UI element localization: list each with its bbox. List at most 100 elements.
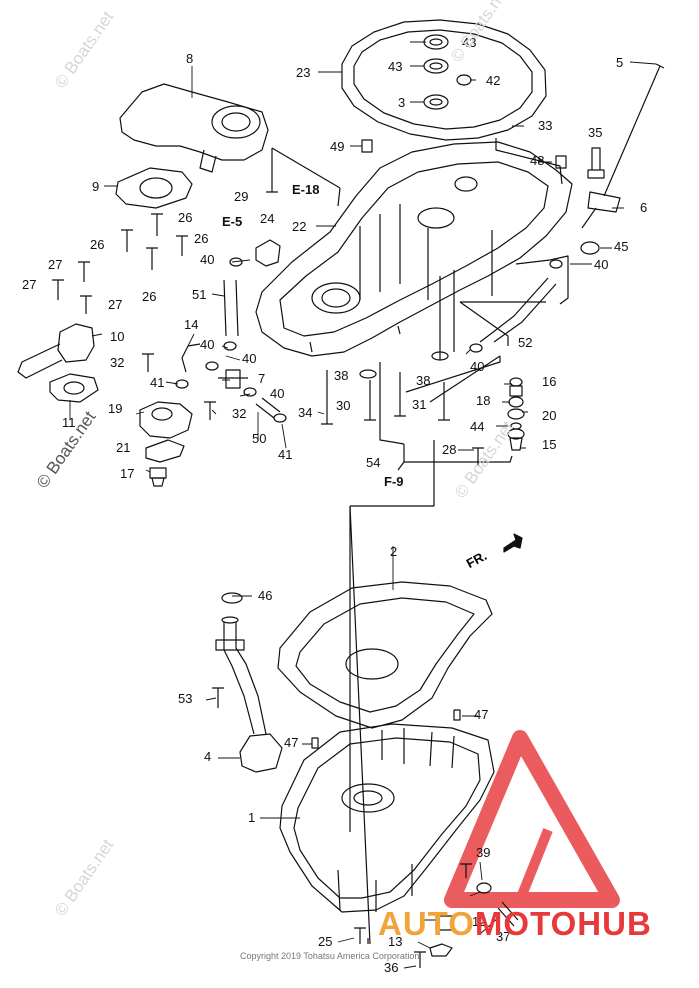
seal-43-b [423,58,449,74]
part-label-45: 45 [614,239,629,254]
part-label-42: 42 [486,73,501,88]
part-label-24: 24 [260,211,275,226]
hose-51 [223,279,239,337]
cover-8-shape [119,83,269,161]
part-label-30: 30 [336,398,351,413]
reference-e5: E-5 [222,214,243,229]
part-label-25: 25 [318,934,333,949]
pipe-4 [223,622,267,735]
part-label-16: 16 [542,374,557,389]
part-label-32b: 32 [232,406,247,421]
guide-6 [581,191,621,229]
seal-3 [423,94,449,110]
part-label-48: 48 [530,153,545,168]
part-label-39: 39 [476,845,491,860]
part-label-5: 5 [616,55,624,70]
part-label-18: 18 [476,393,491,408]
hose-50 [255,397,281,419]
gasket-23-shape [341,19,547,141]
part-label-36: 36 [384,960,399,975]
part-label-44: 44 [470,419,485,434]
strainer-4 [239,733,283,773]
oilpan-1-shape [279,723,495,913]
part-label-54: 54 [366,455,381,470]
part-label-43a: 43 [462,35,477,50]
part-label-46: 46 [258,588,273,603]
part-label-11: 11 [62,415,76,430]
part-label-23: 23 [296,65,311,80]
part-label-1: 1 [248,810,256,825]
part-label-41a: 41 [150,375,165,390]
part-label-32a: 32 [110,355,125,370]
part-label-13: 13 [388,934,403,949]
part-label-21: 21 [116,440,131,455]
part-label-50: 50 [252,431,267,446]
part-label-27a: 27 [48,257,63,272]
front-arrow [503,533,523,553]
part-label-53: 53 [178,691,193,706]
part-label-33: 33 [538,118,553,133]
part-label-12: 12 [472,914,487,929]
part-label-49: 49 [330,139,345,154]
part-label-17: 17 [120,466,135,481]
gasket-23-inner [353,29,533,130]
part-label-4: 4 [204,749,212,764]
part-label-47b: 47 [284,735,299,750]
dipstick-5 [603,65,661,197]
crankcase-22-shape [255,141,573,357]
part-label-26c: 26 [194,231,209,246]
part-label-43b: 43 [388,59,403,74]
part-label-14: 14 [184,317,199,332]
part-label-2: 2 [390,544,398,559]
part-label-40e: 40 [470,359,485,374]
part-label-26a: 26 [178,210,193,225]
part-label-22: 22 [292,219,307,234]
part-label-19: 19 [108,401,123,416]
brand-logo-triangle [444,730,620,908]
part-label-34: 34 [298,405,313,420]
part-label-35: 35 [588,125,603,140]
part-label-52: 52 [518,335,533,350]
reference-e18: E-18 [292,182,320,197]
part-label-27c: 27 [108,297,123,312]
part-label-38b: 38 [416,373,431,388]
part-label-15: 15 [542,437,557,452]
part-label-26d: 26 [142,289,157,304]
part-label-41b: 41 [278,447,293,462]
part-label-40b: 40 [200,337,215,352]
part-10-shape [57,323,95,363]
part-label-27b: 27 [22,277,37,292]
part-label-8: 8 [186,51,194,66]
part-label-28: 28 [442,442,457,457]
seal-43-a [423,34,449,50]
hose-52 [479,277,557,343]
gasket-9-shape [115,167,193,209]
part-label-40f: 40 [594,257,609,272]
part-label-10: 10 [110,329,125,344]
part-label-20: 20 [542,408,557,423]
reference-f9: F-9 [384,474,404,489]
part-19-shape [139,401,193,439]
part-label-38a: 38 [334,368,349,383]
hose-14 [181,343,201,373]
part-label-47a: 47 [474,707,489,722]
part-label-3: 3 [398,95,406,110]
part-label-29: 29 [234,189,249,204]
part-label-40a: 40 [200,252,215,267]
part-label-40c: 40 [242,351,257,366]
part-label-31: 31 [412,397,427,412]
part-label-9: 9 [92,179,100,194]
copyright-text: Copyright 2019 Tohatsu America Corporati… [240,951,420,961]
seal-42 [456,74,472,86]
part-label-6: 6 [640,200,648,215]
part-label-7: 7 [258,371,266,386]
part-label-37: 37 [496,929,511,944]
part-label-51: 51 [192,287,207,302]
brand-part-1: AUTO [378,905,475,942]
part-label-26b: 26 [90,237,105,252]
part-label-40d: 40 [270,386,285,401]
brand-logo-text: AUTOMOTOHUB [378,905,652,943]
gasket-11-shape [49,373,99,403]
brand-part-2: MOTOHUB [474,905,652,942]
